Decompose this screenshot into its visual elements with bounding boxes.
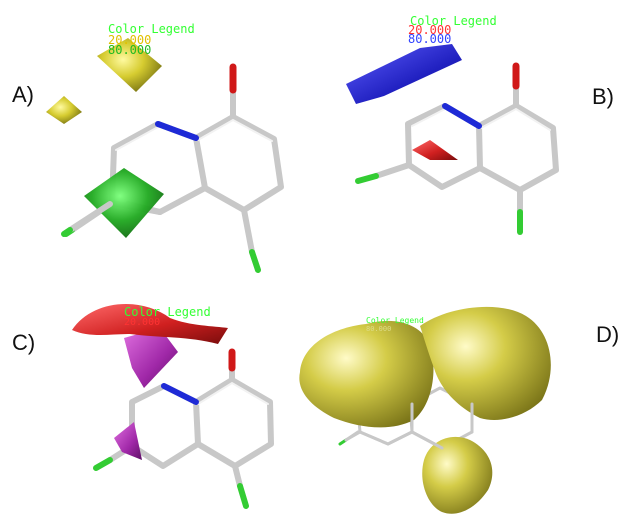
bond-highlights-a — [115, 118, 273, 151]
visible-bonds-d — [344, 402, 474, 450]
halogen-b2 — [355, 173, 379, 184]
panel-a-label: A) — [12, 82, 34, 107]
legend-c: Color Legend 20.000 — [124, 305, 211, 328]
hbond-donor-contour-red — [72, 304, 228, 344]
hydrophobic-contour-left — [299, 320, 434, 428]
panel-b-label: B) — [592, 84, 614, 109]
nitrogen-a — [155, 121, 199, 141]
legend-b-title: Color Legend — [410, 14, 497, 28]
legend-c-value-1: 20.000 — [124, 317, 160, 328]
panel-a: Color Legend 20.000 80.000 — [46, 22, 284, 273]
electrostatic-contour-blue — [346, 44, 462, 104]
legend-a-title: Color Legend — [108, 22, 195, 36]
nitrogen-c — [161, 383, 199, 405]
legend-d: Color Legend 80.000 — [366, 316, 424, 333]
legend-b: Color Legend 20.000 80.000 — [408, 14, 497, 46]
halogen-c1 — [237, 483, 249, 509]
hydrophobic-contour-right — [420, 306, 551, 420]
electrostatic-contour-red — [412, 140, 458, 160]
nitrogen-b — [442, 103, 482, 129]
bond-highlights-b — [411, 107, 551, 131]
legend-d-value-1: 80.000 — [366, 325, 391, 333]
legend-b-value-2: 80.000 — [408, 32, 451, 46]
hydrophobic-contour-bottom — [422, 436, 493, 514]
hbond-acceptor-contour-upper — [124, 328, 178, 388]
panel-c-label: C) — [12, 330, 36, 355]
hbond-acceptor-contour-lower — [114, 422, 142, 460]
steric-contour-yellow — [46, 38, 162, 124]
halogen-c2 — [93, 457, 113, 471]
legend-d-title: Color Legend — [366, 316, 424, 325]
bond-highlights-c — [197, 381, 269, 405]
legend-a-value-2: 80.000 — [108, 43, 151, 57]
legend-a-value-1: 20.000 — [108, 33, 151, 47]
legend-c-title: Color Legend — [124, 305, 211, 319]
legend-a: Color Legend 20.000 80.000 — [108, 22, 195, 57]
molecule-a — [69, 87, 284, 255]
halogen-a1 — [249, 249, 261, 273]
panel-d-label: D) — [596, 322, 620, 347]
steric-contour-green — [84, 168, 164, 238]
panel-b: Color Legend 20.000 80.000 — [346, 14, 559, 235]
molecule-b — [373, 83, 559, 215]
panel-d: Color Legend 80.000 — [299, 306, 551, 514]
panel-c: Color Legend 20.000 — [72, 304, 274, 509]
legend-b-value-1: 20.000 — [408, 23, 451, 37]
